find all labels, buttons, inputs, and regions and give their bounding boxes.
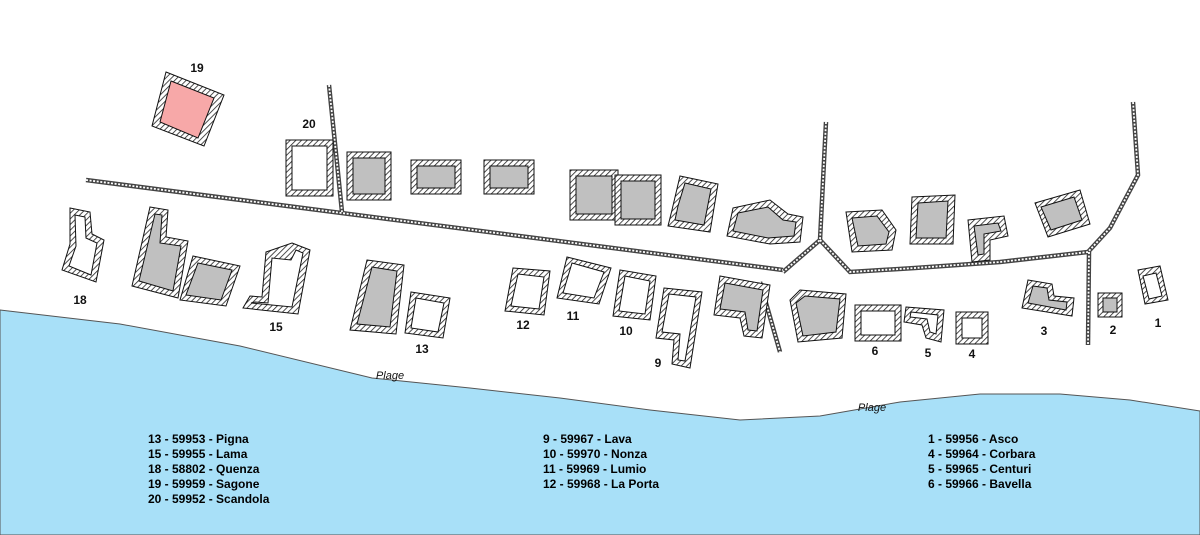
building xyxy=(179,255,241,307)
legend-entry: 9 - 59967 - Lava xyxy=(543,432,632,446)
lot-2-building[interactable] xyxy=(1097,292,1123,318)
lot-number-20: 20 xyxy=(302,117,316,131)
building xyxy=(346,151,392,201)
building xyxy=(614,174,662,226)
lot-number-2: 2 xyxy=(1110,323,1117,337)
building xyxy=(909,194,956,245)
lot-4-building[interactable] xyxy=(955,311,989,345)
lot-19-building[interactable] xyxy=(151,71,225,147)
lot-20-building[interactable] xyxy=(285,139,334,197)
lot-number-15: 15 xyxy=(269,320,283,334)
lot-1-building[interactable] xyxy=(1137,265,1169,305)
building xyxy=(967,215,1009,263)
legend-entry: 11 - 59969 - Lumio xyxy=(543,462,647,476)
lot-18-building[interactable] xyxy=(61,207,105,283)
lot-number-1: 1 xyxy=(1155,316,1162,330)
lot-6-building[interactable] xyxy=(854,304,902,342)
lot-number-12: 12 xyxy=(516,318,530,332)
lot-number-19: 19 xyxy=(190,61,204,75)
legend-entry: 10 - 59970 - Nonza xyxy=(543,447,648,461)
building xyxy=(349,259,405,335)
legend-column-1: 13 - 59953 - Pigna 15 - 59955 - Lama 18 … xyxy=(148,432,269,507)
legend-entry: 20 - 59952 - Scandola xyxy=(148,492,270,506)
legend-entry: 5 - 59965 - Centuri xyxy=(928,462,1032,476)
lot-12-building[interactable] xyxy=(504,267,551,316)
building xyxy=(845,209,897,253)
legend-column-2: 9 - 59967 - Lava 10 - 59970 - Nonza 11 -… xyxy=(543,432,659,492)
building xyxy=(713,275,771,339)
lot-number-3: 3 xyxy=(1041,324,1048,338)
building xyxy=(483,159,535,195)
legend-entry: 15 - 59955 - Lama xyxy=(148,447,248,461)
lot-number-10: 10 xyxy=(619,324,633,338)
legend-entry: 13 - 59953 - Pigna xyxy=(148,432,249,446)
legend-entry: 12 - 59968 - La Porta xyxy=(543,477,660,491)
building xyxy=(667,175,719,233)
legend-entry: 1 - 59956 - Asco xyxy=(928,432,1019,446)
beach-label: Plage xyxy=(376,370,404,382)
legend-column-3: 1 - 59956 - Asco 4 - 59964 - Corbara 5 -… xyxy=(928,432,1035,492)
legend-entry: 19 - 59959 - Sagone xyxy=(148,477,260,491)
sea-area xyxy=(0,309,1200,535)
lot-number-13: 13 xyxy=(415,342,429,356)
lot-number-5: 5 xyxy=(925,346,932,360)
lot-3-building[interactable] xyxy=(1021,279,1075,317)
legend-entry: 18 - 58802 - Quenza xyxy=(148,462,260,476)
lot-11-building[interactable] xyxy=(556,256,612,305)
lot-number-6: 6 xyxy=(872,344,879,358)
lot-5-building[interactable] xyxy=(903,306,945,343)
building xyxy=(1034,189,1091,238)
legend-entry: 6 - 59966 - Bavella xyxy=(928,477,1032,491)
lot-number-9: 9 xyxy=(655,356,662,370)
lot-13-building[interactable] xyxy=(404,291,451,339)
building xyxy=(569,169,619,221)
lot-number-18: 18 xyxy=(73,293,87,307)
building xyxy=(789,289,847,343)
lot-10-building[interactable] xyxy=(612,269,657,321)
building xyxy=(726,199,804,245)
lot-9-building[interactable] xyxy=(655,287,703,369)
lot-15-building[interactable] xyxy=(242,242,311,315)
building xyxy=(131,206,189,299)
beach-label: Plage xyxy=(858,402,886,414)
building xyxy=(410,159,462,195)
lot-number-11: 11 xyxy=(567,309,580,323)
legend-entry: 4 - 59964 - Corbara xyxy=(928,447,1036,461)
lot-number-4: 4 xyxy=(969,347,976,361)
